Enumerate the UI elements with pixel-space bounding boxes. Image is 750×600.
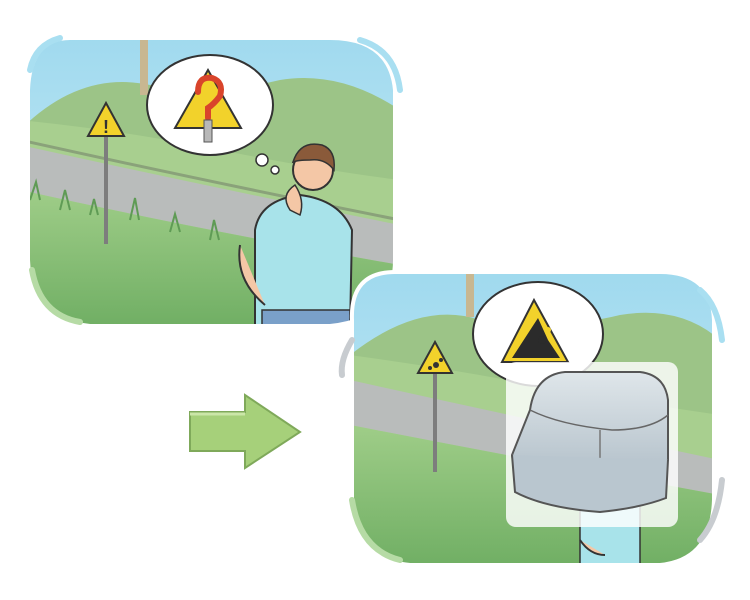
keycap-overlay bbox=[506, 362, 678, 527]
thought-bubble bbox=[146, 54, 280, 175]
keycap-icon bbox=[510, 371, 669, 514]
panel-confused-man: ! bbox=[26, 35, 403, 328]
shirt bbox=[254, 193, 354, 326]
thinking-man bbox=[238, 143, 354, 326]
sign-post bbox=[433, 372, 437, 472]
hair bbox=[291, 143, 335, 172]
svg-text:!: ! bbox=[103, 117, 109, 137]
warning-sign-icon bbox=[86, 100, 126, 137]
falling-rocks-sign-icon bbox=[416, 339, 454, 374]
panel-falling-rocks bbox=[338, 270, 725, 567]
right-arrow-icon bbox=[189, 393, 302, 470]
hand-on-chin bbox=[285, 183, 303, 217]
question-mark-icon bbox=[195, 74, 224, 121]
utility-pole bbox=[140, 38, 148, 95]
sign-post bbox=[104, 134, 108, 244]
utility-pole bbox=[466, 272, 474, 317]
thought-bubble bbox=[472, 281, 604, 387]
